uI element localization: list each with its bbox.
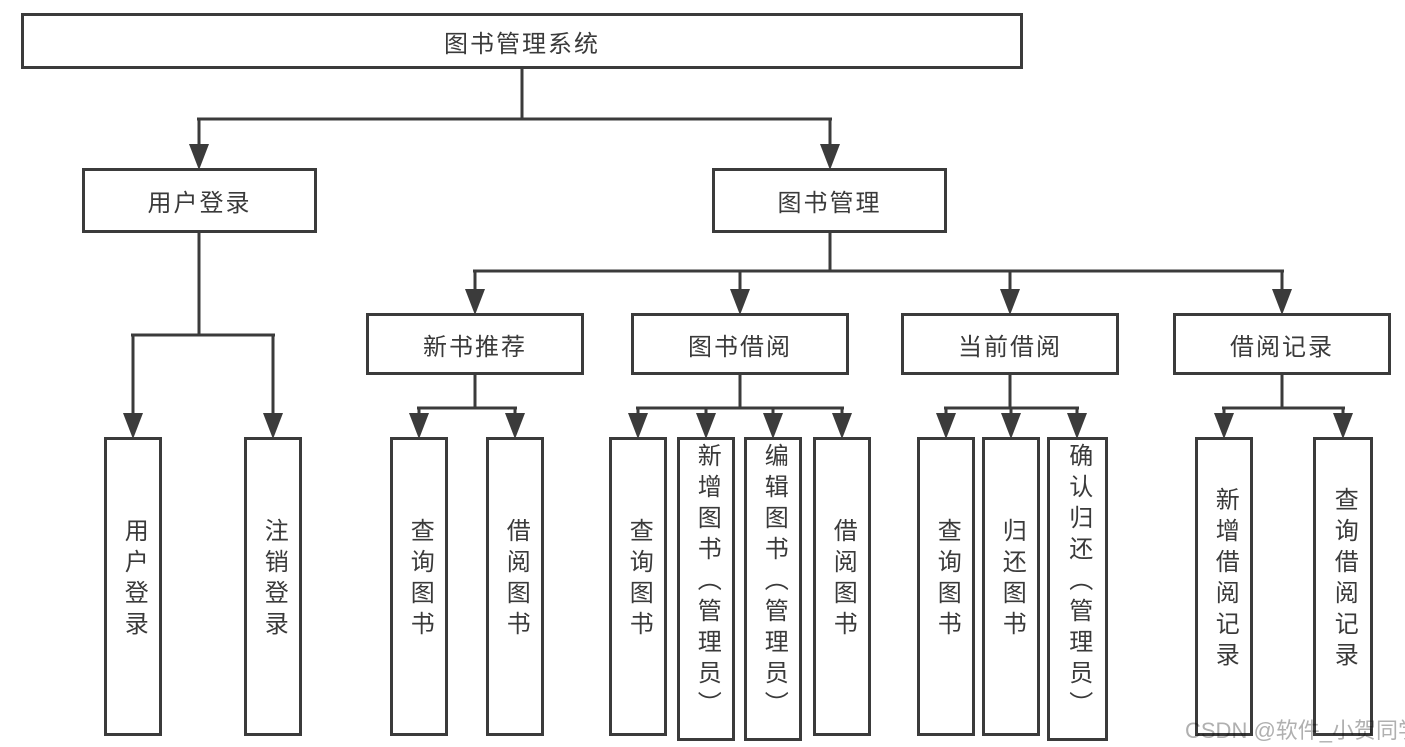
leaf-logout-label: 注销登录 — [260, 517, 288, 642]
leaf-borrow-add-books-admin: 新增图书（管理员） — [677, 437, 735, 741]
node-user-login: 用户登录 — [82, 168, 317, 233]
node-book-borrowing-label: 图书借阅 — [688, 333, 792, 361]
node-borrowing-records: 借阅记录 — [1173, 313, 1391, 375]
leaf-borrow-edit-books-admin: 编辑图书（管理员） — [744, 437, 802, 741]
leaf-borrow-query-books-label: 查询图书 — [625, 517, 653, 642]
leaf-records-query-record-label: 查询借阅记录 — [1330, 486, 1358, 673]
leaf-logout: 注销登录 — [244, 437, 302, 736]
leaf-newbooks-query-books-label: 查询图书 — [406, 517, 434, 642]
leaf-records-add-record: 新增借阅记录 — [1195, 437, 1253, 736]
leaf-current-confirm-return-admin: 确认归还（管理员） — [1047, 437, 1108, 741]
leaf-user-login: 用户登录 — [104, 437, 162, 736]
node-user-login-label: 用户登录 — [147, 190, 252, 217]
csdn-watermark: CSDN @软件_小贺同学 — [1185, 718, 1405, 743]
leaf-borrow-borrow-books-label: 借阅图书 — [829, 517, 857, 642]
node-borrowing-records-label: 借阅记录 — [1230, 333, 1334, 361]
node-current-borrowing: 当前借阅 — [901, 313, 1119, 375]
leaf-current-confirm-return-admin-label: 确认归还（管理员） — [1064, 442, 1092, 722]
leaf-newbooks-query-books: 查询图书 — [390, 437, 448, 736]
leaf-newbooks-borrow-books: 借阅图书 — [486, 437, 544, 736]
leaf-records-add-record-label: 新增借阅记录 — [1211, 486, 1239, 673]
leaf-current-query-books: 查询图书 — [917, 437, 975, 736]
node-book-borrowing: 图书借阅 — [631, 313, 849, 375]
node-library-system: 图书管理系统 — [21, 13, 1023, 69]
node-book-management: 图书管理 — [712, 168, 947, 233]
node-new-book-recommend-label: 新书推荐 — [423, 333, 527, 361]
leaf-user-login-label: 用户登录 — [120, 517, 148, 642]
leaf-current-query-books-label: 查询图书 — [933, 517, 961, 642]
leaf-borrow-borrow-books: 借阅图书 — [813, 437, 871, 736]
node-current-borrowing-label: 当前借阅 — [958, 333, 1062, 361]
leaf-borrow-add-books-admin-label: 新增图书（管理员） — [693, 442, 721, 722]
leaf-records-query-record: 查询借阅记录 — [1313, 437, 1373, 736]
node-library-system-label: 图书管理系统 — [444, 30, 600, 58]
leaf-borrow-edit-books-admin-label: 编辑图书（管理员） — [760, 442, 788, 722]
leaf-current-return-books: 归还图书 — [982, 437, 1040, 736]
leaf-borrow-query-books: 查询图书 — [609, 437, 667, 736]
leaf-newbooks-borrow-books-label: 借阅图书 — [502, 517, 530, 642]
node-new-book-recommend: 新书推荐 — [366, 313, 584, 375]
leaf-current-return-books-label: 归还图书 — [998, 517, 1026, 642]
node-book-management-label: 图书管理 — [777, 190, 882, 217]
